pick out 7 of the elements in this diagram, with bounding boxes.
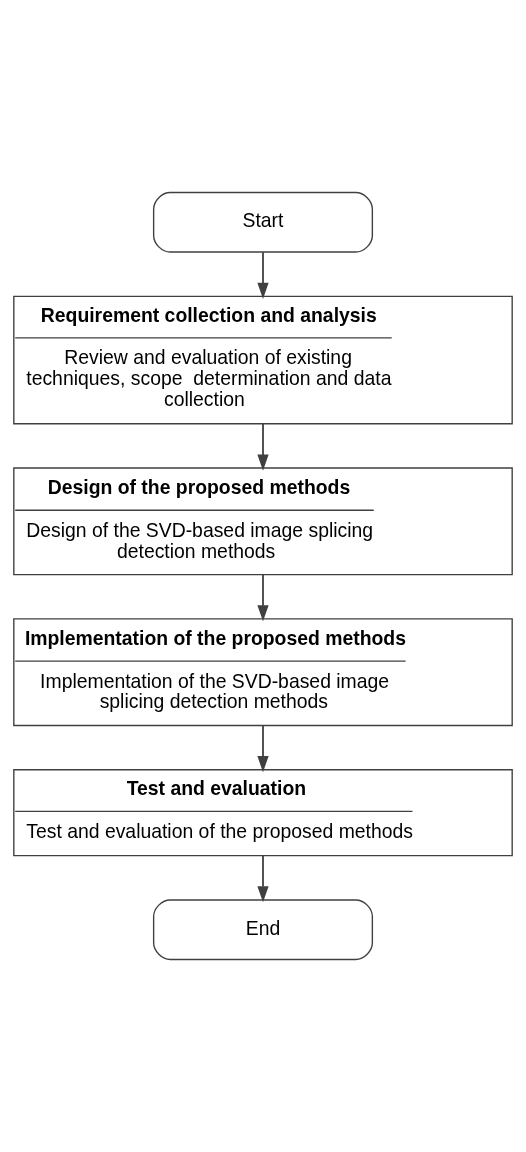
node-box: Start: [152, 191, 374, 253]
arrow: [257, 724, 269, 773]
node-box: End: [152, 899, 374, 961]
arrow: [257, 423, 269, 471]
arrow: [257, 251, 269, 299]
arrow: [257, 574, 269, 622]
arrow: [257, 855, 269, 903]
